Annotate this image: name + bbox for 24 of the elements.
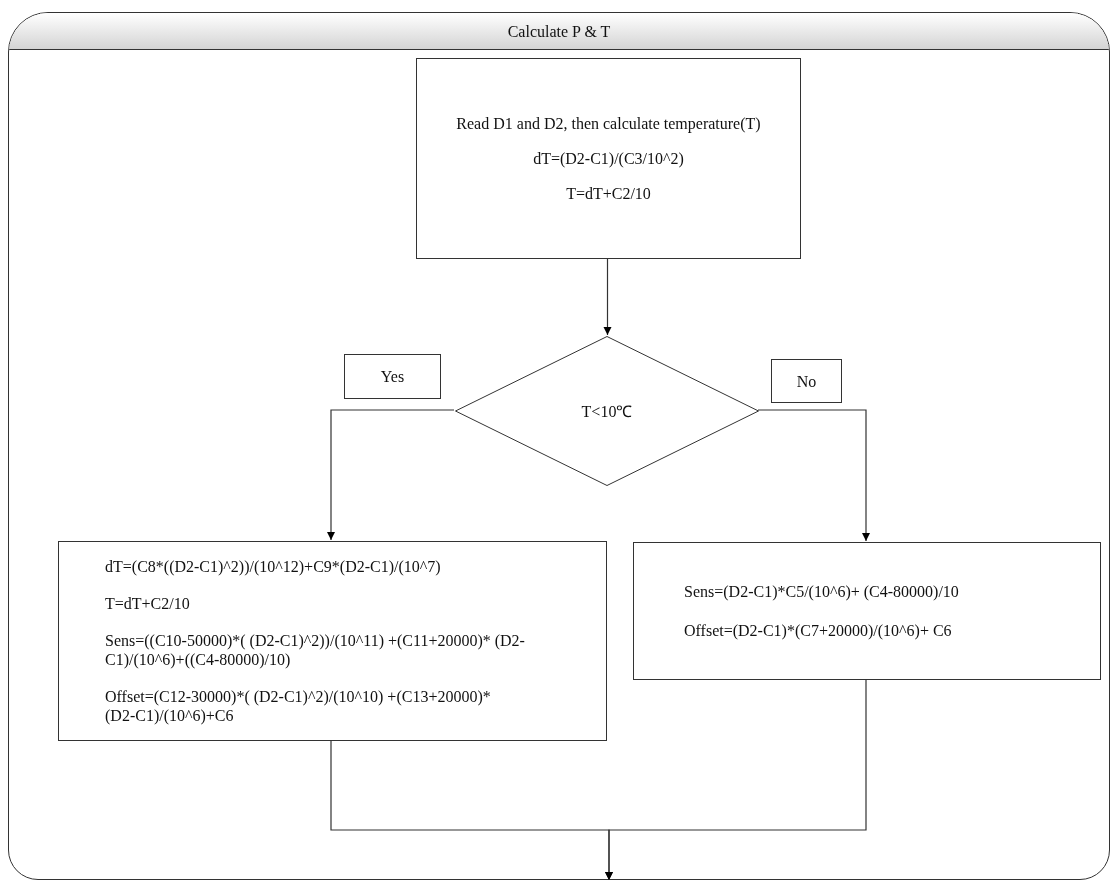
formula-text: Sens=((C10-50000)*( (D2-C1)^2))/(10^11) +(C11+20000)* (D2-C1)/(10^6)+((C4-80000)/10) xyxy=(105,631,526,669)
process-box xyxy=(633,542,1101,680)
process-box xyxy=(58,541,607,741)
process-box xyxy=(344,354,441,399)
connector-arrow xyxy=(327,409,455,541)
connector-arrow xyxy=(757,409,870,542)
branch-label: Yes xyxy=(380,367,405,386)
formula-text: Offset=(D2-C1)*(C7+20000)/(10^6)+ C6 xyxy=(684,621,952,640)
swimlane-frame xyxy=(8,12,1110,880)
connector-arrow xyxy=(603,257,612,336)
formula-text: Offset=(C12-30000)*( (D2-C1)^2)/(10^10) +(C13+20000)* (D2-C1)/(10^6)+C6 xyxy=(105,687,492,725)
formula-text: dT=(C8*((D2-C1)^2))/(10^12)+C9*(D2-C1)/(10^7) xyxy=(105,557,441,576)
connector-arrow xyxy=(605,678,867,881)
formula-text: T=dT+C2/10 xyxy=(105,594,190,613)
frame-title: Calculate P & T xyxy=(507,21,611,41)
process-box xyxy=(416,58,801,259)
formula-text: dT=(D2-C1)/(C3/10^2) xyxy=(533,149,684,168)
process-box xyxy=(771,359,842,403)
branch-label: No xyxy=(796,371,817,391)
formula-text: Sens=(D2-C1)*C5/(10^6)+ (C4-80000)/10 xyxy=(684,582,959,601)
formula-text: Read D1 and D2, then calculate temperature(T) xyxy=(456,114,761,133)
condition-text: T<10℃ xyxy=(581,401,633,421)
formula-text: T=dT+C2/10 xyxy=(566,184,651,203)
decision-diamond xyxy=(455,336,759,486)
